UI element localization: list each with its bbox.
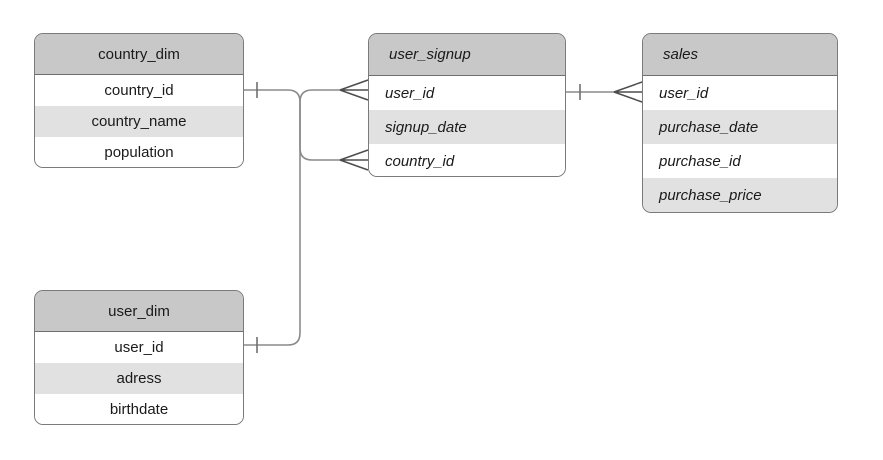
- field-row[interactable]: purchase_price: [643, 178, 837, 212]
- entity-title-user_dim: user_dim: [35, 291, 243, 332]
- field-row[interactable]: country_id: [369, 144, 565, 176]
- field-row[interactable]: signup_date: [369, 110, 565, 144]
- connector-user-signup-sales: [566, 81, 643, 103]
- field-row[interactable]: purchase_id: [643, 144, 837, 178]
- connector-country-dim-user-signup: [244, 82, 369, 171]
- entity-title-sales: sales: [643, 34, 837, 76]
- field-row[interactable]: country_name: [35, 106, 243, 137]
- field-row[interactable]: population: [35, 137, 243, 167]
- field-row[interactable]: birthdate: [35, 394, 243, 424]
- entity-title-country_dim: country_dim: [35, 34, 243, 75]
- field-row[interactable]: country_id: [35, 75, 243, 106]
- field-row[interactable]: adress: [35, 363, 243, 394]
- connector-user-dim-user-signup: [244, 79, 369, 353]
- entity-title-user_signup: user_signup: [369, 34, 565, 76]
- field-row[interactable]: user_id: [643, 76, 837, 110]
- field-row[interactable]: user_id: [369, 76, 565, 110]
- field-row[interactable]: user_id: [35, 332, 243, 363]
- field-row[interactable]: purchase_date: [643, 110, 837, 144]
